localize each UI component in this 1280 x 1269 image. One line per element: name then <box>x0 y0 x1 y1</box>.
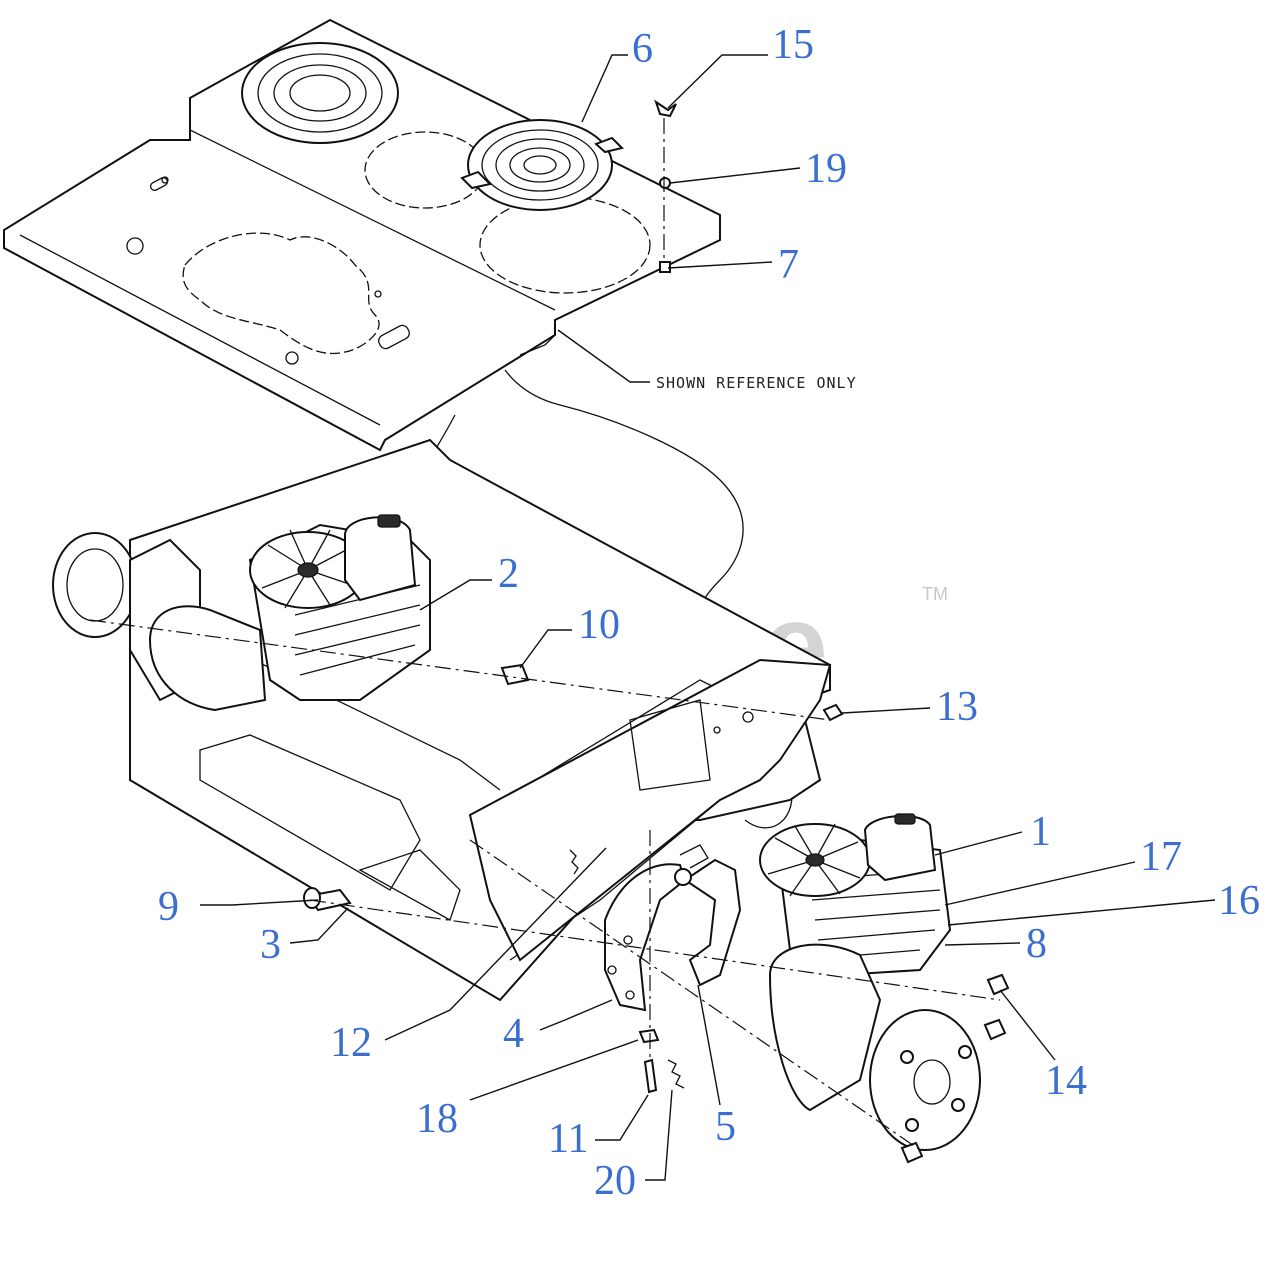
wing-nut <box>654 99 677 118</box>
callout-1: 1 <box>1030 809 1051 855</box>
callout-19: 19 <box>805 146 847 192</box>
nut-14 <box>986 973 1010 996</box>
callout-7: 7 <box>778 242 799 288</box>
callout-6: 6 <box>632 26 653 72</box>
callout-2: 2 <box>498 551 519 597</box>
callout-4: 4 <box>503 1011 524 1057</box>
bracket-plate <box>604 863 687 1012</box>
callout-8: 8 <box>1026 921 1047 967</box>
spring-12 <box>569 849 579 875</box>
bracket-plate-inner <box>683 858 742 987</box>
callout-10: 10 <box>578 602 620 648</box>
callout-12: 12 <box>330 1020 372 1066</box>
nut-18 <box>638 1028 660 1044</box>
transmission-right <box>759 813 981 1151</box>
spring-20 <box>667 1059 685 1089</box>
callout-16: 16 <box>1218 878 1260 924</box>
callout-3: 3 <box>260 922 281 968</box>
callout-20: 20 <box>594 1158 636 1204</box>
callout-5: 5 <box>715 1104 736 1150</box>
leader-lines <box>200 54 1216 1181</box>
callout-17: 17 <box>1140 834 1182 880</box>
watermark-trademark: TM <box>922 584 948 604</box>
nut-13 <box>822 703 844 722</box>
bolt-11 <box>643 1058 658 1094</box>
transmission-left <box>52 514 431 712</box>
deck-plate <box>3 18 721 452</box>
fan-guard-left <box>241 42 399 144</box>
fan-guard <box>460 119 624 211</box>
reference-note: SHOWN REFERENCE ONLY <box>656 374 857 392</box>
callout-13: 13 <box>936 684 978 730</box>
hardware <box>303 663 1010 1164</box>
callout-labels: 1 2 3 4 5 6 7 8 9 10 11 12 13 14 15 16 1… <box>158 22 1260 1204</box>
callout-14: 14 <box>1045 1058 1087 1104</box>
washer <box>659 177 671 189</box>
callout-15: 15 <box>772 22 814 68</box>
callout-11: 11 <box>548 1116 588 1162</box>
bolt-10 <box>500 663 530 686</box>
callout-18: 18 <box>416 1096 458 1142</box>
callout-9: 9 <box>158 884 179 930</box>
screw <box>659 261 671 273</box>
